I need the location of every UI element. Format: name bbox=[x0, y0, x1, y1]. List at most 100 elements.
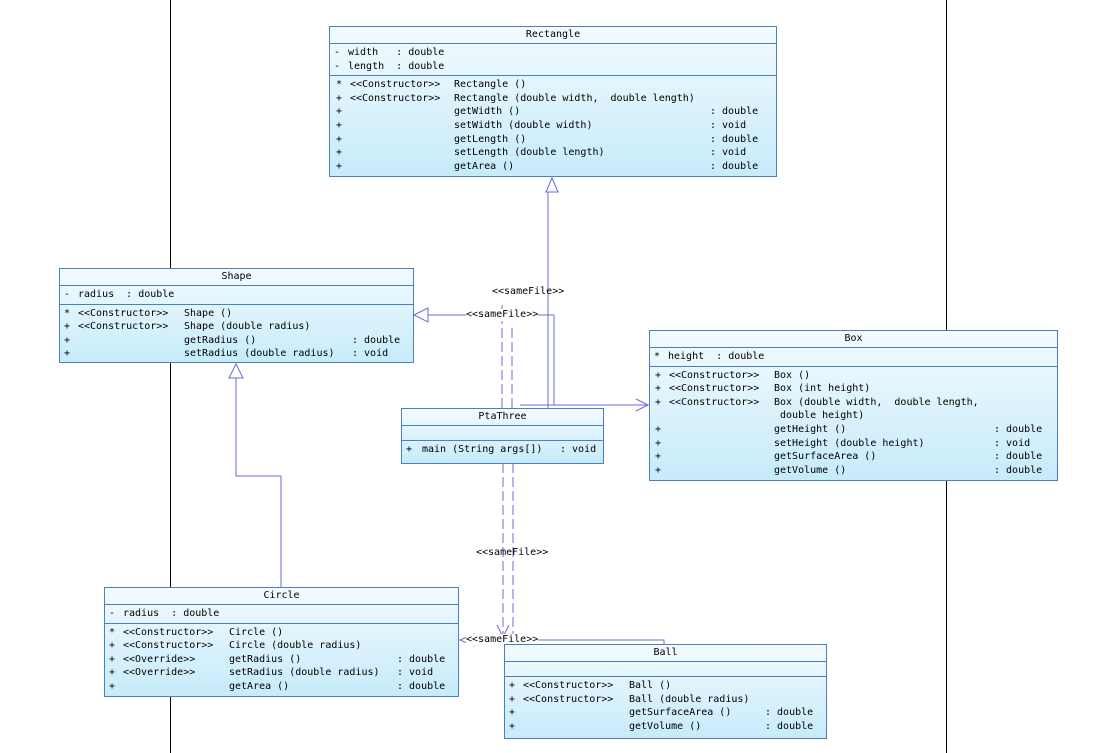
operation-signature: getRadius () bbox=[229, 653, 302, 665]
shape-inheritance-arrowhead-horizontal bbox=[412, 307, 429, 323]
operation-row: +getArea (): double bbox=[105, 680, 458, 694]
visibility-marker: + bbox=[655, 451, 662, 463]
class-circle[interactable]: Circle -radius : double *<<Constructor>>… bbox=[104, 587, 459, 697]
visibility-marker: * bbox=[64, 307, 71, 319]
stereotype: <<Override>> bbox=[123, 653, 196, 665]
connector-label-shape-samefile: <<sameFile>> bbox=[466, 309, 539, 321]
visibility-marker: + bbox=[336, 92, 343, 104]
return-type: : void bbox=[710, 119, 747, 131]
class-box[interactable]: Box *height : double + <<Constructor>> Box… bbox=[649, 330, 1058, 481]
operation-signature: getSurfaceArea () bbox=[629, 707, 732, 719]
operation-row: +<<Constructor>>Box () bbox=[650, 369, 1057, 383]
visibility-marker: + bbox=[655, 383, 662, 395]
class-ball[interactable]: Ball +<<Constructor>>Ball ()+<<Construct… bbox=[504, 644, 827, 739]
rectangle-inheritance-arrowhead bbox=[545, 176, 559, 193]
attributes-compartment: *height : double bbox=[650, 348, 1057, 367]
visibility-marker: + bbox=[109, 640, 116, 652]
visibility-marker: + bbox=[655, 423, 662, 435]
operation-row: +<<Constructor>>Circle (double radius) bbox=[105, 639, 458, 653]
attribute-text: width : double bbox=[348, 47, 445, 58]
box-dependency-arrowhead bbox=[635, 398, 650, 412]
visibility-marker: + bbox=[655, 369, 662, 381]
attribute-row: -radius : double bbox=[60, 288, 413, 302]
operation-row: *<<Constructor>>Shape () bbox=[60, 307, 413, 321]
return-type: : double bbox=[765, 707, 814, 719]
operation-signature: Box (int height) bbox=[774, 383, 871, 395]
operation-row: +getSurfaceArea (): double bbox=[505, 706, 826, 720]
stereotype: <<Constructor>> bbox=[123, 626, 214, 638]
return-type: : double bbox=[710, 160, 759, 172]
return-type: : void bbox=[560, 444, 597, 455]
return-type: : void bbox=[710, 147, 747, 159]
circle-to-shape-generalization bbox=[235, 378, 282, 588]
operation-row: +getVolume (): double bbox=[650, 464, 1057, 478]
operation-row: +getHeight (): double bbox=[650, 423, 1057, 437]
stereotype: <<Constructor>> bbox=[523, 680, 614, 691]
visibility-marker: * bbox=[336, 79, 343, 91]
operations-compartment: +<<Constructor>>Box ()+<<Constructor>>Bo… bbox=[650, 367, 1057, 480]
operation-row: +<<Override>>setRadius (double radius): … bbox=[105, 666, 458, 680]
attribute-row: -width : double bbox=[330, 46, 776, 60]
visibility-marker: + bbox=[336, 133, 343, 145]
operation-row: +<<Constructor>>Shape (double radius) bbox=[60, 320, 413, 334]
visibility-marker: + bbox=[655, 437, 662, 449]
operation-signature: Ball () bbox=[629, 680, 672, 691]
return-type: : double bbox=[765, 720, 814, 732]
stereotype: <<Constructor>> bbox=[669, 383, 760, 395]
operation-signature: setRadius (double radius) bbox=[229, 667, 380, 679]
operation-signature: double height) bbox=[774, 410, 865, 422]
visibility-marker: * bbox=[654, 351, 661, 362]
operations-compartment: *<<Constructor>>Circle ()+<<Constructor>… bbox=[105, 624, 458, 696]
visibility-marker: + bbox=[406, 444, 413, 455]
operation-row: +<<Override>>getRadius (): double bbox=[105, 653, 458, 667]
attributes-compartment: -radius : double bbox=[60, 286, 413, 305]
return-type: : double bbox=[994, 464, 1043, 476]
class-shape[interactable]: Shape -radius : double *<<Constructor>>S… bbox=[59, 268, 414, 363]
return-type: : double bbox=[710, 133, 759, 145]
attribute-text: length : double bbox=[348, 60, 445, 72]
operation-row: +<<Constructor>>Ball (double radius) bbox=[505, 693, 826, 707]
operation-row: +getSurfaceArea (): double bbox=[650, 450, 1057, 464]
visibility-marker: + bbox=[336, 147, 343, 159]
operation-signature: getArea () bbox=[229, 680, 290, 692]
operation-row: double height) bbox=[650, 409, 1057, 423]
attribute-text: radius : double bbox=[123, 608, 220, 619]
class-ptathree[interactable]: PtaThree +main (String args[]): void bbox=[401, 408, 604, 464]
shape-inheritance-arrowhead-vertical bbox=[228, 362, 244, 379]
class-name: Shape bbox=[60, 269, 413, 286]
operation-row: *<<Constructor>>Circle () bbox=[105, 626, 458, 640]
visibility-marker: + bbox=[655, 396, 662, 408]
attribute-text: radius : double bbox=[78, 289, 175, 300]
operation-row: +getLength (): double bbox=[330, 133, 776, 147]
class-name: Rectangle bbox=[330, 27, 776, 44]
stereotype: <<Constructor>> bbox=[523, 693, 614, 705]
operation-row: *<<Constructor>>Rectangle () bbox=[330, 78, 776, 92]
operation-row: +setWidth (double width): void bbox=[330, 119, 776, 133]
operations-compartment: + main (String args[]) : void bbox=[402, 441, 603, 459]
class-rectangle[interactable]: Rectangle -width : double-length : doubl… bbox=[329, 26, 777, 177]
visibility-marker: + bbox=[109, 667, 116, 679]
visibility-marker: - bbox=[64, 289, 71, 300]
class-name: Box bbox=[650, 331, 1057, 348]
operation-signature: Circle () bbox=[229, 626, 284, 638]
visibility-marker: + bbox=[655, 464, 662, 476]
stereotype: <<Constructor>> bbox=[669, 369, 760, 381]
operation-row: +getWidth (): double bbox=[330, 105, 776, 119]
operation-signature: main (String args[]) bbox=[422, 444, 543, 455]
return-type: : void bbox=[352, 348, 389, 360]
visibility-marker: + bbox=[509, 720, 516, 732]
operation-row: +setRadius (double radius): void bbox=[60, 347, 413, 361]
operation-signature: getVolume () bbox=[629, 720, 702, 732]
operation-signature: getRadius () bbox=[184, 334, 257, 346]
operation-row: + getVolume () : double bbox=[505, 720, 826, 734]
visibility-marker: - bbox=[109, 608, 116, 619]
stereotype: <<Constructor>> bbox=[669, 396, 760, 408]
swimlane-divider-left bbox=[170, 0, 171, 753]
visibility-marker: + bbox=[109, 653, 116, 665]
operation-signature: setLength (double length) bbox=[454, 147, 605, 159]
operation-signature: setHeight (double height) bbox=[774, 437, 925, 449]
visibility-marker: + bbox=[509, 680, 516, 691]
operation-signature: Box (double width, double length, bbox=[774, 396, 979, 408]
visibility-marker: + bbox=[109, 680, 116, 692]
operation-signature: getWidth () bbox=[454, 106, 521, 118]
